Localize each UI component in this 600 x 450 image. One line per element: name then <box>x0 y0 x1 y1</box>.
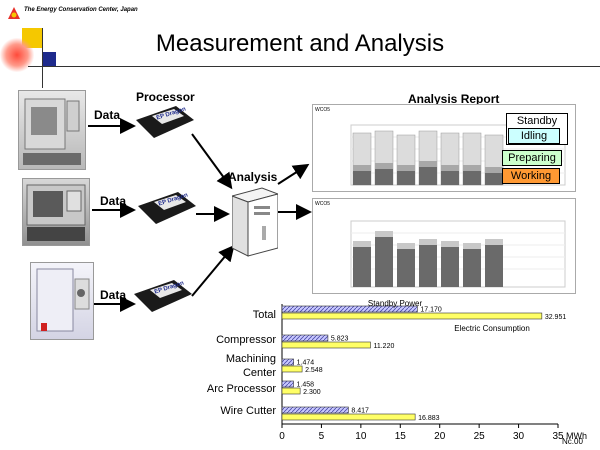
data-label-standby: 17.170 <box>420 307 442 314</box>
org-name: The Energy Conservation Center, Japan <box>24 7 138 13</box>
data-label-standby: 8.417 <box>351 408 369 415</box>
category-label: Arc Processor <box>207 383 276 395</box>
state-working-label: Working <box>510 170 552 182</box>
report-bottom-bars <box>350 220 566 288</box>
state-working-box: Working <box>502 168 560 184</box>
processor-device-icon-2 <box>138 192 196 224</box>
processor-device-icon-1 <box>136 106 194 138</box>
analysis-label: Analysis <box>228 170 278 184</box>
machine-illustration-1 <box>23 98 81 165</box>
data-label-standby: 5.823 <box>331 336 349 343</box>
bar-electric-consumption <box>281 312 543 320</box>
bar-electric-consumption <box>281 387 301 395</box>
state-idling-box: Idling <box>508 128 560 144</box>
decor-vline <box>42 28 43 88</box>
x-tick-label: 0 <box>279 431 285 442</box>
bar-standby-power <box>281 334 329 342</box>
processor-device-2: EP Dragon <box>138 192 196 226</box>
machine-image-1 <box>18 90 86 170</box>
x-tick-label: 35 <box>552 431 564 442</box>
chart-footer: Nc.00 <box>562 437 583 446</box>
bar-electric-consumption <box>281 365 303 373</box>
bar-standby-power <box>281 380 294 388</box>
data-label-1: Data <box>94 108 121 122</box>
category-label: Wire Cutter <box>220 405 276 417</box>
series-label-standby: Standby Power <box>368 299 423 308</box>
server-icon <box>230 187 280 257</box>
processor-label: Processor <box>136 90 195 104</box>
x-tick-label: 20 <box>434 431 446 442</box>
bar-standby-power <box>281 406 349 414</box>
state-preparing-box: Preparing <box>502 150 562 166</box>
data-label-consumption: 16.883 <box>418 415 440 422</box>
x-tick-label: 5 <box>319 431 325 442</box>
machine-illustration-3 <box>36 268 90 332</box>
series-label-consumption: Electric Consumption <box>454 324 530 333</box>
machine-image-3 <box>30 262 94 340</box>
machine-illustration-2 <box>26 184 86 241</box>
data-label-standby: 1.474 <box>297 360 315 367</box>
decor-blue-square <box>42 52 56 66</box>
state-idling-label: Idling <box>520 130 548 142</box>
bar-electric-consumption <box>281 341 371 349</box>
processor-device-icon-3 <box>134 280 192 312</box>
decor-hline <box>28 66 600 67</box>
category-label: Total <box>253 309 276 321</box>
report-top-title: WCO5 <box>315 107 330 113</box>
category-label: Compressor <box>216 334 276 346</box>
x-unit-label: MWh <box>566 431 587 441</box>
bar-electric-consumption <box>281 413 416 421</box>
org-logo-icon <box>8 7 20 19</box>
data-label-consumption: 2.300 <box>303 389 321 396</box>
data-label-consumption: 32.951 <box>545 314 567 321</box>
page-title: Measurement and Analysis <box>155 30 445 57</box>
report-top-bars <box>350 124 566 186</box>
processor-device-3: EP Dragon <box>134 280 192 314</box>
x-tick-label: 30 <box>513 431 525 442</box>
category-label: Machining <box>226 353 276 365</box>
report-bottom-title: WCO5 <box>315 201 330 207</box>
data-label-2: Data <box>100 194 127 208</box>
category-label: Center <box>243 367 276 379</box>
state-preparing-label: Preparing <box>508 152 556 164</box>
bar-standby-power <box>281 305 418 313</box>
x-tick-label: 15 <box>395 431 407 442</box>
machine-image-2 <box>22 178 90 246</box>
report-chart-bottom: WCO5 <box>312 198 576 294</box>
server-computer <box>230 186 280 258</box>
data-label-consumption: 2.548 <box>305 367 323 374</box>
data-label-consumption: 11.220 <box>373 343 394 350</box>
state-standby-label: Standby <box>516 115 558 127</box>
processor-device-1: EP Dragon <box>136 106 194 140</box>
org-logo <box>8 6 20 19</box>
data-label-3: Data <box>100 288 127 302</box>
x-tick-label: 10 <box>355 431 367 442</box>
data-label-standby: 1.458 <box>296 382 314 389</box>
x-tick-label: 25 <box>474 431 486 442</box>
bar-standby-power <box>281 358 294 366</box>
analysis-report-label: Analysis Report <box>408 92 500 106</box>
